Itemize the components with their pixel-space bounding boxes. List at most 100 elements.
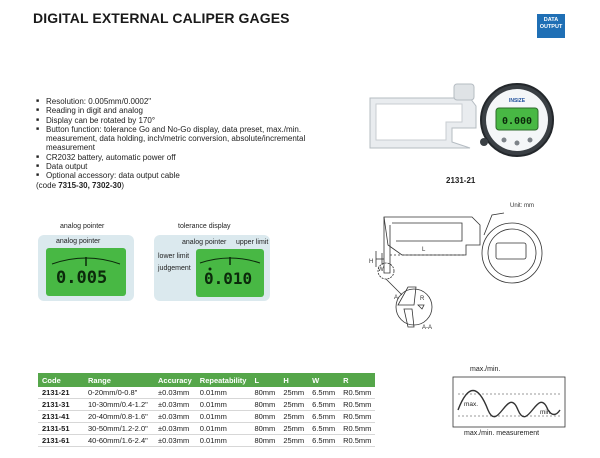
col-l: L (250, 373, 280, 387)
photo-brand: INSIZE (509, 98, 526, 104)
cell-range: 20-40mm/0.8-1.6" (84, 410, 154, 423)
cell-range: 10-30mm/0.4-1.2" (84, 398, 154, 411)
maxmin-min-label: min. (540, 409, 552, 416)
cell-code: 2131-51 (38, 422, 84, 435)
analog-lcd-screen: 0.005 (46, 248, 126, 296)
col-range: Range (84, 373, 154, 387)
cell-code: 2131-21 (38, 387, 84, 399)
cell-r: R0.5mm (339, 422, 376, 435)
analog-inner-label: analog pointer (56, 238, 101, 245)
col-repeatability: Repeatability (195, 373, 251, 387)
feature-accessory-code: (code 7315-30, 7302-30) (36, 181, 336, 190)
cell-l: 80mm (250, 434, 280, 447)
cell-accuracy: ±0.03mm (154, 398, 196, 411)
table-header-row: Code Range Accuracy Repeatability L H W … (38, 373, 376, 387)
dim-h-label: H (369, 259, 373, 265)
section-aa-label: A-A (422, 325, 432, 331)
cell-range: 0-20mm/0-0.8" (84, 387, 154, 399)
cell-l: 80mm (250, 387, 280, 399)
col-h: H (279, 373, 309, 387)
feature-item: Button function: tolerance Go and No-Go … (36, 125, 336, 153)
cell-w: 6.5mm (308, 422, 340, 435)
gauge-button-icon (514, 140, 520, 146)
dim-r-label: R (420, 296, 425, 302)
col-r: R (339, 373, 376, 387)
tolerance-scale-icon (199, 257, 261, 271)
section-a-label: A (394, 295, 398, 301)
tolerance-caption: tolerance display (178, 223, 231, 230)
cell-code: 2131-31 (38, 398, 84, 411)
unit-label: Unit: mm (510, 203, 534, 209)
feature-item: Data output (36, 162, 336, 172)
cell-repeatability: 0.01mm (195, 398, 251, 411)
tolerance-display-panel: analog pointer upper limit lower limit j… (154, 235, 270, 301)
cell-repeatability: 0.01mm (195, 434, 251, 447)
cell-code: 2131-41 (38, 410, 84, 423)
code-suffix: ) (121, 180, 125, 190)
cell-accuracy: ±0.03mm (154, 387, 196, 399)
cell-h: 25mm (279, 422, 309, 435)
col-code: Code (38, 373, 84, 387)
maxmin-bottom-label: max./min. measurement (464, 430, 540, 437)
tolerance-upper-label: upper limit (236, 239, 269, 246)
badge-line-2: OUTPUT (539, 24, 563, 30)
feature-item: Resolution: 0.005mm/0.0002" (36, 97, 336, 107)
cell-h: 25mm (279, 410, 309, 423)
feature-item: Optional accessory: data output cable (36, 171, 336, 181)
col-accuracy: Accuracy (154, 373, 196, 387)
cell-l: 80mm (250, 410, 280, 423)
product-photo: 0.000 INSIZE (369, 83, 554, 157)
tolerance-reading: 0.010 (204, 269, 253, 288)
cell-r: R0.5mm (339, 410, 376, 423)
analog-display-panel: analog pointer 0.005 (38, 235, 134, 301)
dim-w-label: W (378, 267, 384, 273)
cell-w: 6.5mm (308, 387, 340, 399)
cell-repeatability: 0.01mm (195, 422, 251, 435)
analog-reading: 0.005 (56, 268, 108, 288)
technical-drawing: L H W R A A-A (369, 212, 543, 331)
cell-l: 80mm (250, 422, 280, 435)
page-title: DIGITAL EXTERNAL CALIPER GAGES (33, 10, 290, 26)
cell-repeatability: 0.01mm (195, 410, 251, 423)
code-prefix: (code (36, 180, 59, 190)
analog-pointer-scale-icon (51, 257, 121, 266)
feature-item: CR2032 battery, automatic power off (36, 153, 336, 163)
cell-repeatability: 0.01mm (195, 387, 251, 399)
cell-code: 2131-61 (38, 434, 84, 447)
tolerance-analog-label: analog pointer (182, 239, 227, 246)
cell-h: 25mm (279, 398, 309, 411)
cell-r: R0.5mm (339, 434, 376, 447)
feature-item: Reading in digit and analog (36, 106, 336, 116)
gauge-knob-icon (480, 138, 488, 146)
feature-list: Resolution: 0.005mm/0.0002" Reading in d… (36, 97, 336, 190)
col-w: W (308, 373, 340, 387)
photo-model-caption: 2131-21 (446, 176, 476, 185)
cell-w: 6.5mm (308, 410, 340, 423)
tolerance-lcd-screen: 0.010 (196, 249, 264, 297)
cell-r: R0.5mm (339, 398, 376, 411)
cell-w: 6.5mm (308, 398, 340, 411)
data-output-badge: DATA OUTPUT (537, 14, 565, 38)
cell-l: 80mm (250, 398, 280, 411)
dim-l-label: L (422, 247, 426, 253)
maxmin-max-label: max. (464, 401, 478, 408)
maxmin-top-label: max./min. (470, 366, 501, 373)
tolerance-lower-label: lower limit (158, 253, 190, 260)
cell-h: 25mm (279, 387, 309, 399)
badge-line-1: DATA (543, 17, 559, 23)
maxmin-diagram: max. min. (452, 376, 566, 428)
feature-item: Display can be rotated by 170° (36, 116, 336, 126)
photo-display-reading: 0.000 (502, 116, 532, 127)
gauge-button-icon (501, 137, 507, 143)
cell-accuracy: ±0.03mm (154, 422, 196, 435)
cell-r: R0.5mm (339, 387, 376, 399)
cell-range: 40-60mm/1.6-2.4" (84, 434, 154, 447)
cell-accuracy: ±0.03mm (154, 410, 196, 423)
accessory-code: 7315-30, 7302-30 (58, 180, 122, 190)
cell-h: 25mm (279, 434, 309, 447)
